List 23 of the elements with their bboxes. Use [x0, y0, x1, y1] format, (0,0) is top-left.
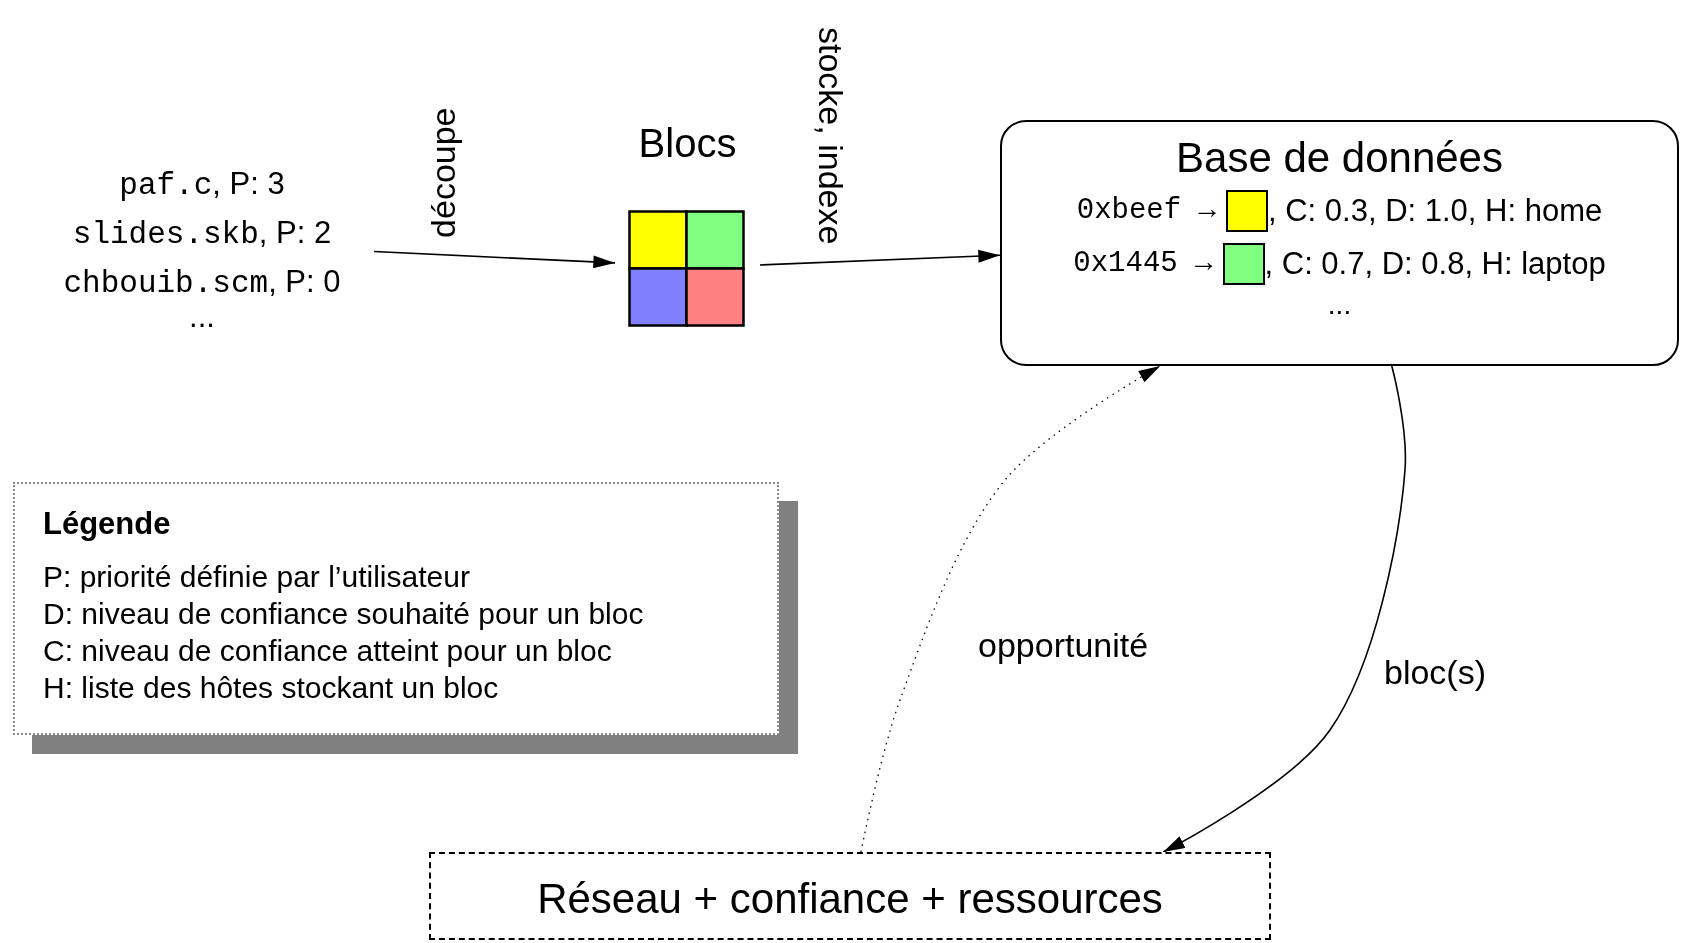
- ellipsis: ...: [1327, 290, 1352, 320]
- legend-entry: H: liste des hôtes stockant un bloc: [43, 670, 500, 706]
- arrow: [373, 250, 616, 269]
- legend-entry: C: niveau de confiance atteint pour un bloc: [43, 633, 613, 669]
- legend-entry: D: niveau de confiance souhaité pour un bloc: [43, 596, 645, 632]
- file-entry: paf.c, P: 3: [119, 164, 285, 205]
- file-entry: ...: [189, 306, 215, 327]
- block-hash: 0xbeef →: [1076, 194, 1216, 227]
- legend-title: Légende: [43, 505, 172, 543]
- block-title: Blocs: [637, 120, 738, 167]
- arrow: [759, 249, 1001, 266]
- database-box: [1000, 120, 1679, 366]
- database-title: Base de données: [1176, 133, 1503, 183]
- legend-entry: P: priorité définie par l’utilisateur: [43, 559, 471, 595]
- file-entry: chbouib.scm, P: 0: [63, 262, 341, 303]
- block-hash: 0x1445 →: [1073, 247, 1213, 280]
- file-entry: slides.skb, P: 2: [72, 213, 332, 254]
- dotted-arrow: [860, 365, 1161, 853]
- arrow: [1162, 365, 1407, 853]
- resource-label: Réseau + confiance + ressources: [537, 874, 1163, 924]
- block-attributes: , C: 0.3, D: 1.0, H: home: [1268, 192, 1603, 229]
- resource-box: [429, 852, 1271, 940]
- block-attributes: , C: 0.7, D: 0.8, H: laptop: [1264, 245, 1606, 282]
